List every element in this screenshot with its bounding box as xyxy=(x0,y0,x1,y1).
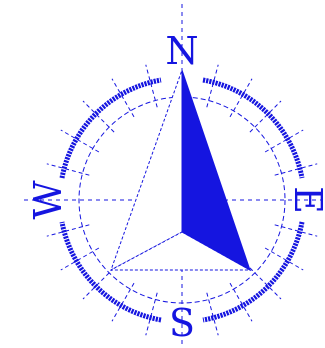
degree-tick xyxy=(250,101,281,132)
west-label: W xyxy=(26,180,70,219)
degree-tick xyxy=(207,65,218,108)
degree-tick xyxy=(47,164,90,175)
east-label: E xyxy=(286,186,325,214)
south-label: S xyxy=(169,301,195,345)
north-label: N xyxy=(165,29,198,73)
degree-tick xyxy=(83,101,114,132)
outer-ring-nw xyxy=(62,80,161,178)
outer-ring-ne xyxy=(203,80,302,178)
degree-tick xyxy=(112,79,134,117)
degree-tick xyxy=(207,293,218,336)
